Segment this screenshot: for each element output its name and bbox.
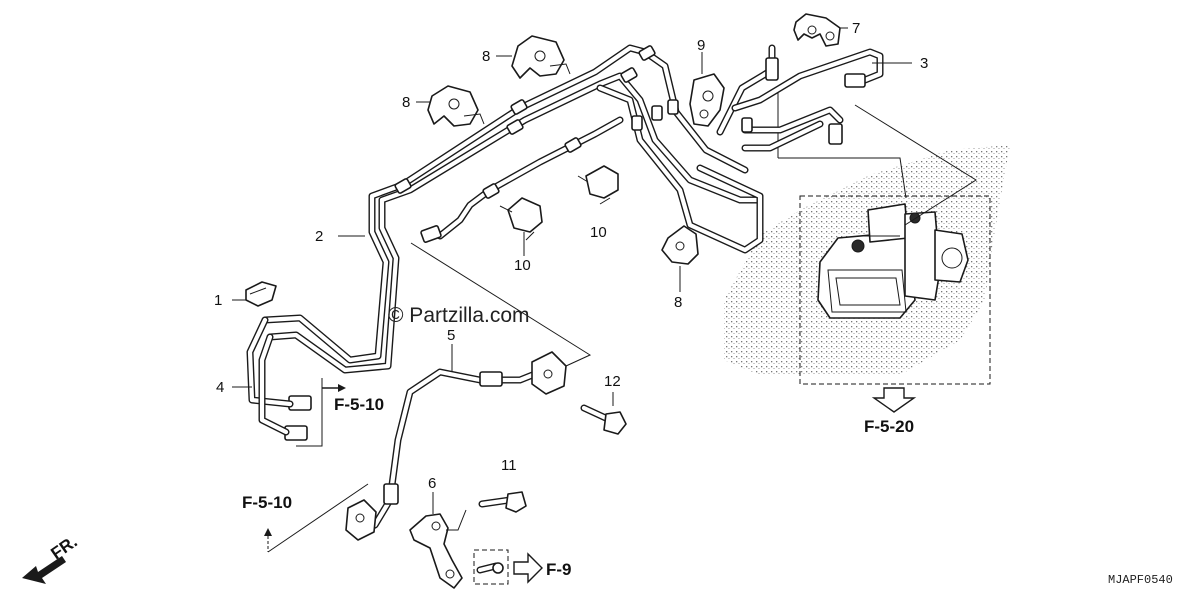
callout-8-bottom: 8 <box>674 294 682 311</box>
callout-11: 11 <box>501 457 517 474</box>
callout-8-top: 8 <box>482 48 490 65</box>
callout-3: 3 <box>920 55 928 72</box>
bolt-11[interactable] <box>478 491 527 513</box>
bracket-6[interactable] <box>409 513 463 589</box>
clamp-8-left[interactable] <box>427 85 485 127</box>
callout-9: 9 <box>697 37 705 54</box>
ref-f-5-10-upper[interactable]: F-5-10 <box>334 395 384 414</box>
clip-10-left[interactable] <box>499 197 543 241</box>
ref-f-5-20[interactable]: F-5-20 <box>864 417 914 436</box>
ref-arrow-f-5-10-lower <box>264 528 272 552</box>
small-bolt-box <box>473 549 509 585</box>
brake-pipe-2[interactable] <box>261 44 764 374</box>
ref-arrow-f-9 <box>513 552 543 584</box>
callout-12: 12 <box>604 373 621 390</box>
callout-1: 1 <box>214 292 222 309</box>
clamp-7[interactable] <box>793 13 841 47</box>
callout-4: 4 <box>216 379 224 396</box>
brake-pipe-4[interactable] <box>246 316 294 436</box>
clip-1[interactable] <box>245 281 277 307</box>
callout-10-right: 10 <box>590 224 607 241</box>
clamp-8-bottom[interactable] <box>661 225 699 265</box>
brake-hose-5[interactable] <box>356 368 544 536</box>
drawing-code: MJAPF0540 <box>1108 573 1173 587</box>
abs-dashed-box <box>799 195 991 385</box>
ref-arrow-f-5-20 <box>871 387 917 413</box>
flare-nut-fittings <box>284 45 866 441</box>
watermark: © Partzilla.com <box>388 304 530 327</box>
clamp-9[interactable] <box>689 73 725 127</box>
abs-modulator[interactable] <box>724 145 1010 375</box>
ref-f-5-10-lower[interactable]: F-5-10 <box>242 493 292 512</box>
leader-lines <box>232 27 912 553</box>
brake-pipe-front-loop[interactable] <box>596 84 764 254</box>
ref-f-9[interactable]: F-9 <box>546 560 572 579</box>
clip-10-right[interactable] <box>577 165 619 205</box>
callout-5: 5 <box>447 327 455 344</box>
callout-10-left: 10 <box>514 257 531 274</box>
callout-2: 2 <box>315 228 323 245</box>
small-bolt[interactable] <box>476 562 504 574</box>
front-direction-arrow <box>22 556 66 584</box>
hose-lower-fitting[interactable] <box>345 499 377 541</box>
hose-joint-block[interactable] <box>531 351 567 395</box>
callout-8-left: 8 <box>402 94 410 111</box>
callout-7: 7 <box>852 20 860 37</box>
callout-6: 6 <box>428 475 436 492</box>
clamp-8-top[interactable] <box>511 35 571 79</box>
brake-pipe-3[interactable] <box>716 44 884 152</box>
ref-arrow-f-5-10-upper <box>322 384 346 392</box>
direction-label: FR. <box>47 532 80 563</box>
bolt-12[interactable] <box>580 404 627 435</box>
